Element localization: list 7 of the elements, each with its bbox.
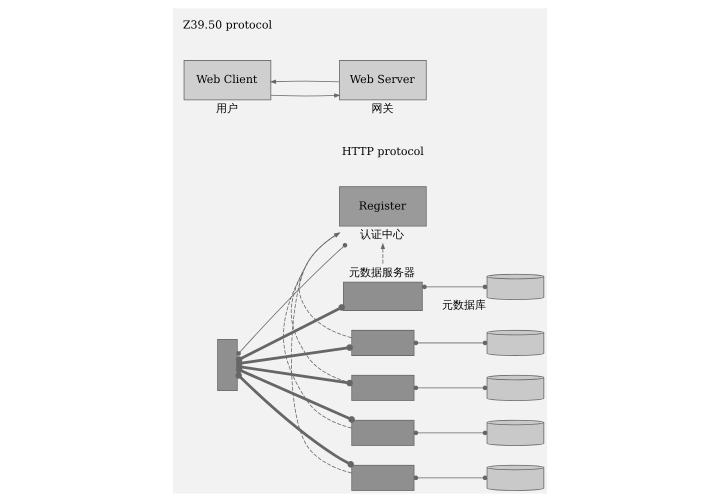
node-label: 用户 xyxy=(216,102,238,115)
label: HTTP protocol xyxy=(341,144,424,158)
label: Z39.50 protocol xyxy=(182,18,272,32)
node-label: 元数据服务器 xyxy=(348,266,414,280)
node-label: 认证中心 xyxy=(360,228,404,242)
node-label: 网关 xyxy=(370,102,393,115)
node-label: 元数据库 xyxy=(442,298,486,312)
